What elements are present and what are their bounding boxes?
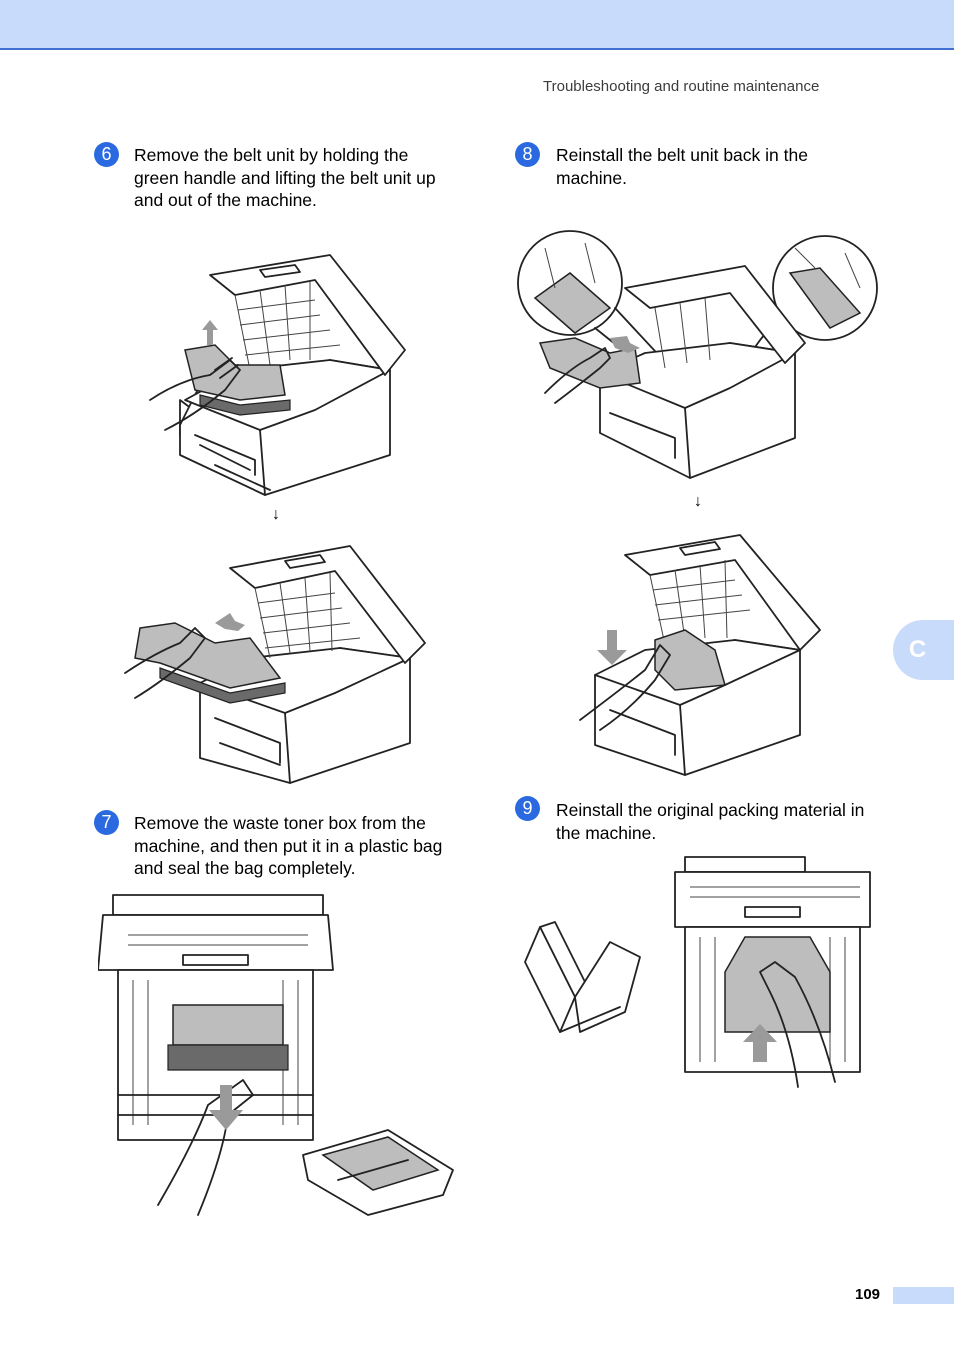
step-6-badge: 6 xyxy=(94,142,119,167)
down-arrow: ↓ xyxy=(694,493,702,510)
text-line: green handle and lifting the belt unit u… xyxy=(134,167,436,188)
top-header-band xyxy=(0,0,954,50)
step-7-badge: 7 xyxy=(94,810,119,835)
page-number: 109 xyxy=(855,1286,881,1303)
illustration-reinstall-belt-detail xyxy=(515,228,885,490)
step-7-text: Remove the waste toner box from the mach… xyxy=(134,812,442,880)
step-number: 9 xyxy=(522,798,533,818)
text-line: Remove the belt unit by holding the xyxy=(134,145,409,165)
running-header: Troubleshooting and routine maintenance xyxy=(543,78,820,95)
text-line: machine. xyxy=(556,167,628,188)
illustration-reinstall-packing-material xyxy=(520,852,875,1092)
text-line: machine, and then put it in a plastic ba… xyxy=(134,835,443,856)
text-line: Remove the waste toner box from the xyxy=(134,813,426,833)
text-line: and seal the bag completely. xyxy=(134,858,356,878)
illustration-remove-belt-pull xyxy=(120,543,430,788)
step-number: 8 xyxy=(522,144,533,164)
down-arrow: ↓ xyxy=(272,506,280,523)
step-8-text: Reinstall the belt unit back in the mach… xyxy=(556,144,808,189)
text-line: the machine. xyxy=(556,822,657,843)
step-6-text: Remove the belt unit by holding the gree… xyxy=(134,144,436,212)
chapter-tab: C xyxy=(893,620,954,680)
step-number: 7 xyxy=(101,812,112,832)
text-line: Reinstall the belt unit back in the xyxy=(556,145,808,165)
step-9-text: Reinstall the original packing material … xyxy=(556,799,864,844)
step-number: 6 xyxy=(101,144,112,164)
illustration-remove-waste-toner-box xyxy=(98,885,458,1220)
illustration-reinstall-belt-press xyxy=(575,530,825,780)
step-9-badge: 9 xyxy=(515,796,540,821)
footer-bar xyxy=(893,1287,954,1304)
illustration-remove-belt-lift xyxy=(140,250,410,505)
text-line: and out of the machine. xyxy=(134,190,317,210)
step-8-badge: 8 xyxy=(515,142,540,167)
text-line: Reinstall the original packing material … xyxy=(556,800,865,820)
